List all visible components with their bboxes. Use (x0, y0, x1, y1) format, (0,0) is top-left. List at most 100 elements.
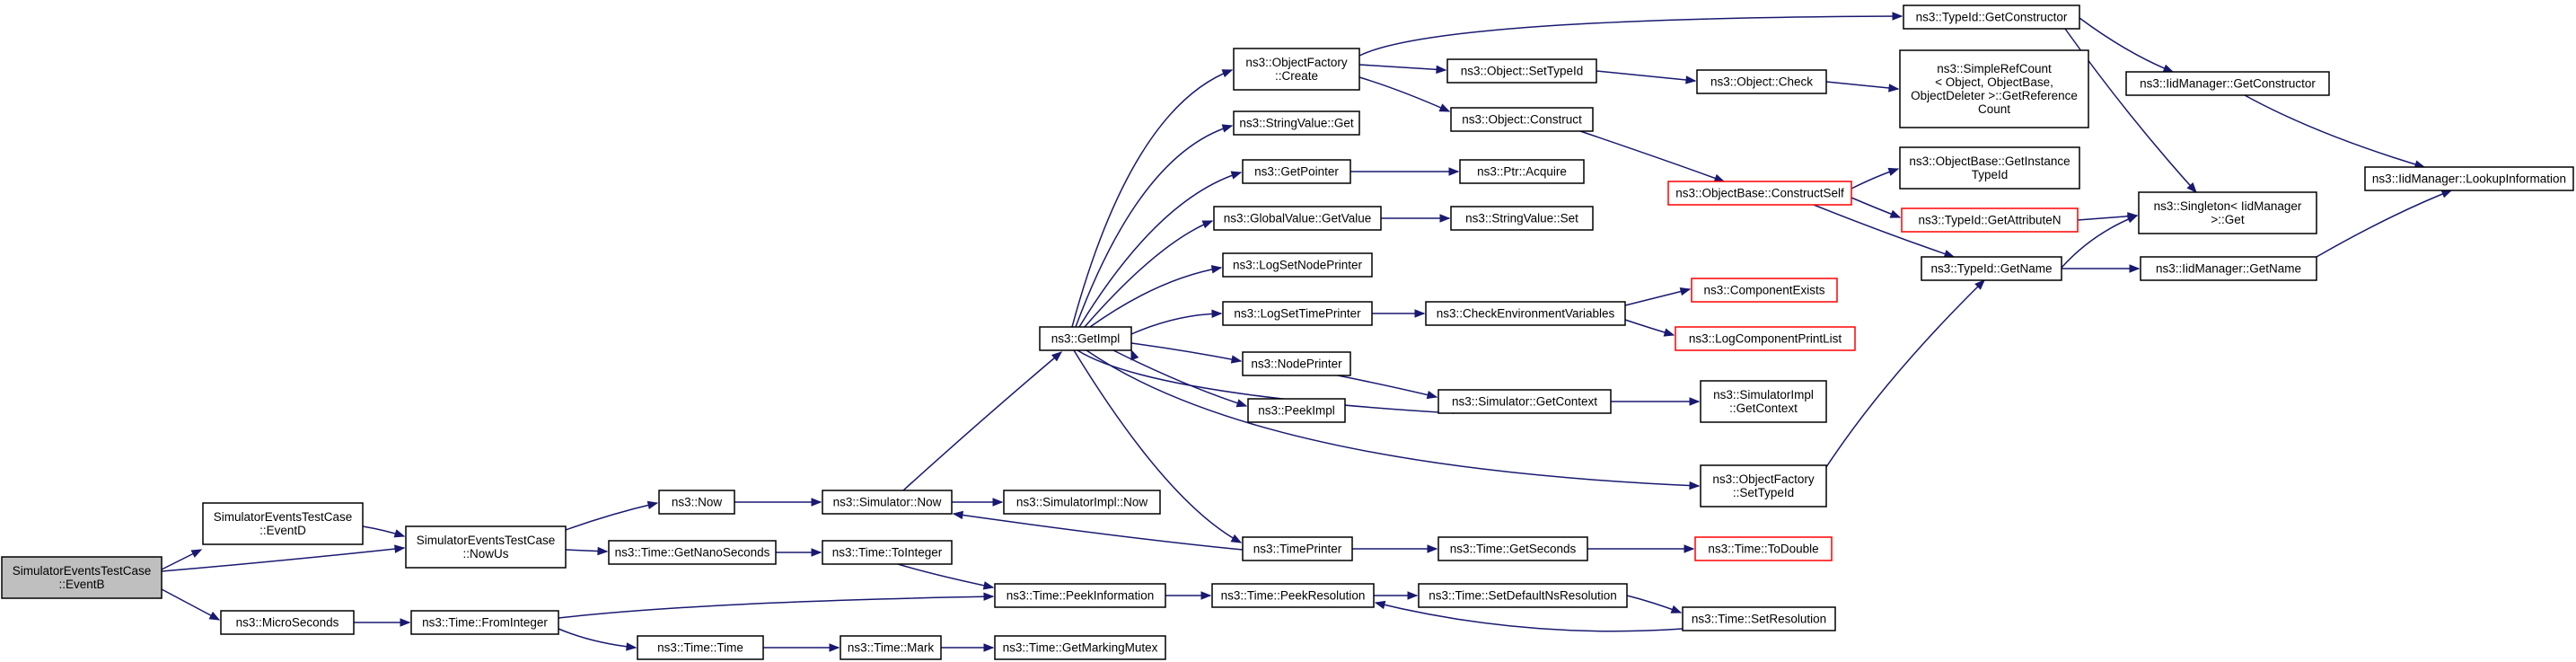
node-settypeid[interactable]: ns3::Object::SetTypeId (1446, 58, 1597, 84)
node-componentexists[interactable]: ns3::ComponentExists (1691, 278, 1838, 303)
node-tointeger[interactable]: ns3::Time::ToInteger (822, 540, 953, 565)
edge-arrowhead (1438, 103, 1451, 112)
node-label: ns3::NodePrinter (1251, 357, 1342, 371)
node-simnow[interactable]: ns3::Simulator::Now (822, 490, 953, 515)
node-lognodeprinter[interactable]: ns3::LogSetNodePrinter (1222, 252, 1373, 278)
node-factorysettypeid[interactable]: ns3::ObjectFactory::SetTypeId (1700, 464, 1827, 508)
node-timeprinter[interactable]: ns3::TimePrinter (1242, 536, 1353, 561)
call-edge (161, 588, 220, 621)
node-label: ns3::StringValue::Get (1239, 117, 1354, 130)
node-label: ns3::IidManager::GetConstructor (2140, 77, 2316, 91)
call-edge (1078, 172, 1242, 328)
edge-arrowhead (1887, 167, 1900, 176)
call-edge (1358, 64, 1446, 71)
edge-arrowhead (2127, 212, 2139, 221)
node-getmarkingmutex[interactable]: ns3::Time::GetMarkingMutex (994, 635, 1166, 660)
node-peekinformation[interactable]: ns3::Time::PeekInformation (994, 583, 1166, 608)
node-implgetcontext[interactable]: ns3::SimulatorImpl::GetContext (1700, 380, 1827, 423)
node-peekimpl[interactable]: ns3::PeekImpl (1247, 398, 1346, 423)
node-box (1233, 110, 1360, 136)
call-edge (1130, 342, 1242, 362)
edge-arrowhead (190, 549, 203, 558)
node-getattributen[interactable]: ns3::TypeId::GetAttributeN (1901, 207, 2079, 233)
node-objconstruct[interactable]: ns3::Object::Construct (1450, 107, 1594, 132)
call-edge (1825, 279, 1985, 468)
node-ptracquire[interactable]: ns3::Ptr::Acquire (1459, 159, 1585, 184)
node-checkenv[interactable]: ns3::CheckEnvironmentVariables (1425, 301, 1626, 326)
call-edge (1375, 602, 1684, 632)
node-box (1437, 536, 1588, 561)
node-label: ns3::SimpleRefCount (1937, 62, 2052, 75)
node-simgetcontext[interactable]: ns3::Simulator::GetContext (1437, 389, 1612, 414)
node-stringvalueget[interactable]: ns3::StringValue::Get (1233, 110, 1360, 136)
call-edge (1337, 375, 1437, 398)
node-box (1700, 464, 1827, 508)
node-logtimeprinter[interactable]: ns3::LogSetTimePrinter (1222, 301, 1373, 326)
node-getseconds[interactable]: ns3::Time::GetSeconds (1437, 536, 1588, 561)
node-nodeprinter[interactable]: ns3::NodePrinter (1242, 351, 1351, 376)
node-lookupinfo[interactable]: ns3::IidManager::LookupInformation (2364, 166, 2574, 191)
node-timetime[interactable]: ns3::Time::Time (637, 635, 764, 660)
node-getnanoseconds[interactable]: ns3::Time::GetNanoSeconds (608, 540, 777, 565)
node-box (1694, 536, 1833, 561)
node-eventb[interactable]: SimulatorEventsTestCase::EventB (1, 556, 163, 599)
node-box (1459, 159, 1585, 184)
node-box (1921, 256, 2062, 281)
edge-arrowhead (597, 546, 609, 556)
node-todouble[interactable]: ns3::Time::ToDouble (1694, 536, 1833, 561)
node-box (1903, 4, 2080, 30)
call-edge (2244, 94, 2425, 168)
node-label: ::GetContext (1729, 402, 1798, 415)
edge-arrowhead (1407, 591, 1419, 600)
node-iidgetconstructor[interactable]: ns3::IidManager::GetConstructor (2125, 71, 2330, 96)
node-label: ns3::Time::SetDefaultNsResolution (1429, 589, 1617, 603)
edge-arrowhead (400, 618, 411, 627)
call-edge (2061, 215, 2138, 269)
node-logcomponentprint[interactable]: ns3::LogComponentPrintList (1675, 326, 1856, 351)
node-peekresolution[interactable]: ns3::Time::PeekResolution (1211, 583, 1375, 608)
node-simplerefcount[interactable]: ns3::SimpleRefCount< Object, ObjectBase,… (1899, 49, 2089, 128)
node-label: ns3::ComponentExists (1703, 284, 1824, 297)
node-objcheck[interactable]: ns3::Object::Check (1696, 69, 1827, 94)
edge-arrowhead (982, 581, 995, 590)
edge-arrowhead (983, 592, 995, 601)
node-box (1222, 252, 1373, 278)
node-label: SimulatorEventsTestCase (417, 534, 556, 547)
node-box (1425, 301, 1626, 326)
node-globalvalue[interactable]: ns3::GlobalValue::GetValue (1213, 206, 1382, 231)
edge-arrowhead (1679, 287, 1692, 296)
edge-arrowhead (1130, 349, 1139, 361)
node-implnow[interactable]: ns3::SimulatorImpl::Now (1003, 490, 1161, 515)
node-setresolution[interactable]: ns3::Time::SetResolution (1682, 606, 1836, 631)
node-now[interactable]: ns3::Now (658, 490, 735, 515)
node-iidgetname[interactable]: ns3::IidManager::GetName (2140, 256, 2317, 281)
node-typeidgetname[interactable]: ns3::TypeId::GetName (1921, 256, 2062, 281)
node-getimpl[interactable]: ns3::GetImpl (1039, 326, 1132, 351)
node-microseconds[interactable]: ns3::MicroSeconds (220, 610, 355, 635)
call-edge (1579, 130, 1725, 182)
node-label: ns3::Singleton< IidManager (2154, 199, 2302, 213)
edge-arrowhead (1713, 173, 1726, 182)
node-gettypeidcons[interactable]: ns3::TypeId::GetConstructor (1903, 4, 2080, 30)
node-box (637, 635, 764, 660)
node-getpointer[interactable]: ns3::GetPointer (1242, 159, 1351, 184)
call-edge (2077, 215, 2138, 221)
node-constructself[interactable]: ns3::ObjectBase::ConstructSelf (1667, 181, 1852, 206)
node-setdefaultns[interactable]: ns3::Time::SetDefaultNsResolution (1418, 583, 1628, 608)
call-edge (1075, 125, 1233, 328)
node-stringvalueset[interactable]: ns3::StringValue::Set (1450, 206, 1594, 231)
node-mark[interactable]: ns3::Time::Mark (840, 635, 942, 660)
node-frominteger[interactable]: ns3::Time::FromInteger (410, 610, 559, 635)
node-label: SimulatorEventsTestCase (13, 564, 152, 578)
edge-arrowhead (2162, 64, 2175, 73)
node-box (405, 525, 567, 569)
node-box (1242, 351, 1351, 376)
node-singletonget[interactable]: ns3::Singleton< IidManager >::Get (2138, 191, 2317, 234)
node-eventd[interactable]: SimulatorEventsTestCase::EventD (202, 502, 364, 545)
node-box (822, 540, 953, 565)
node-nowus[interactable]: SimulatorEventsTestCase::NowUs (405, 525, 567, 569)
node-label: ::Create (1275, 69, 1318, 83)
node-box (1450, 107, 1594, 132)
node-factorycreate[interactable]: ns3::ObjectFactory::Create (1233, 48, 1360, 91)
